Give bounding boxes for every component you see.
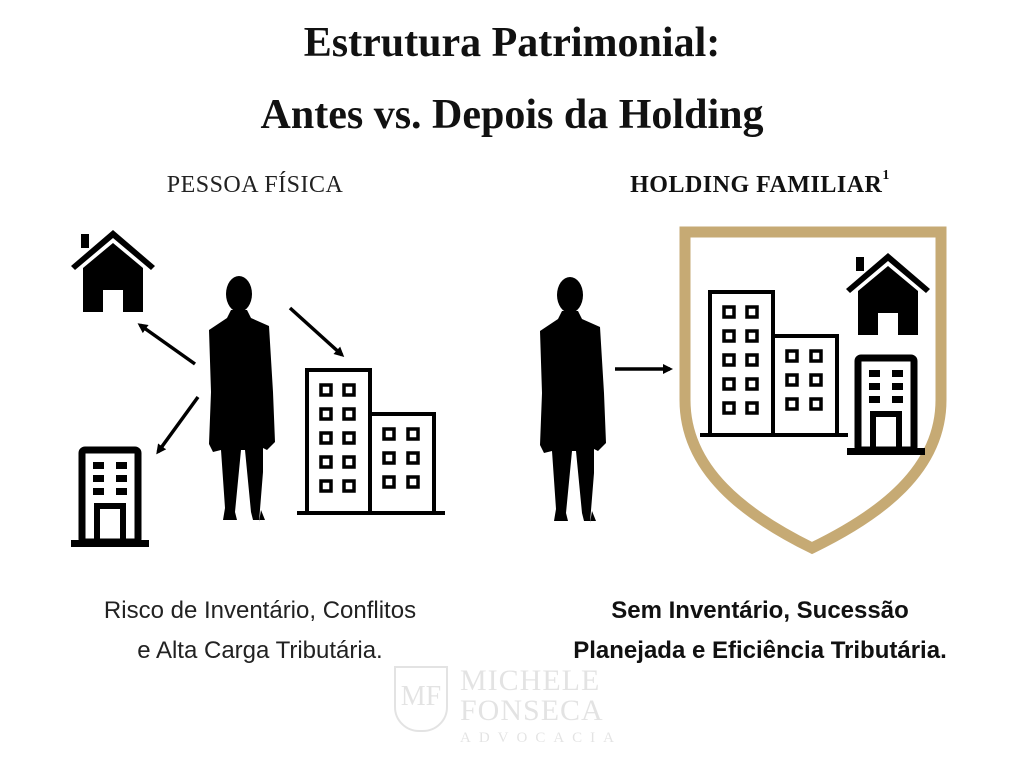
- left-diagram: [71, 230, 447, 547]
- heading-holding-text: HOLDING FAMILIAR: [630, 172, 883, 198]
- watermark-line-3: ADVOCACIA: [460, 730, 622, 746]
- title-line-2: Antes vs. Depois da Holding: [260, 92, 764, 138]
- arrow-to-house-icon: [137, 323, 197, 366]
- right-diagram: [540, 226, 947, 555]
- caption-right-line-2: Planejada e Eficiência Tributária.: [573, 637, 947, 664]
- footnote-marker: 1: [882, 168, 890, 183]
- caption-holding-familiar: Sem Inventário, Sucessão Planejada e Efi…: [520, 591, 1000, 671]
- house-icon: [71, 230, 155, 312]
- office-building-icon: [71, 450, 149, 547]
- watermark-line-2: FONSECA: [460, 694, 604, 727]
- caption-pessoa-fisica: Risco de Inventário, Conflitos e Alta Ca…: [30, 591, 490, 671]
- watermark-line-1: MICHELE: [460, 664, 601, 697]
- title-line-1: Estrutura Patrimonial:: [303, 20, 721, 66]
- arrow-to-apartments-icon: [288, 306, 345, 358]
- heading-pessoa-fisica: PESSOA FÍSICA: [166, 172, 344, 198]
- caption-right-line-1: Sem Inventário, Sucessão: [611, 597, 909, 624]
- caption-left-line-2: e Alta Carga Tributária.: [137, 637, 383, 664]
- person-icon: [540, 277, 606, 523]
- watermark-logo: MF MICHELE FONSECA ADVOCACIA: [388, 662, 628, 752]
- apartment-buildings-icon: [295, 368, 447, 517]
- arrow-to-office-icon: [156, 395, 200, 455]
- monogram-shield-icon: MF: [394, 666, 448, 732]
- heading-holding-familiar: HOLDING FAMILIAR1: [570, 168, 950, 199]
- person-icon: [209, 276, 275, 522]
- caption-left-line-1: Risco de Inventário, Conflitos: [103, 597, 417, 624]
